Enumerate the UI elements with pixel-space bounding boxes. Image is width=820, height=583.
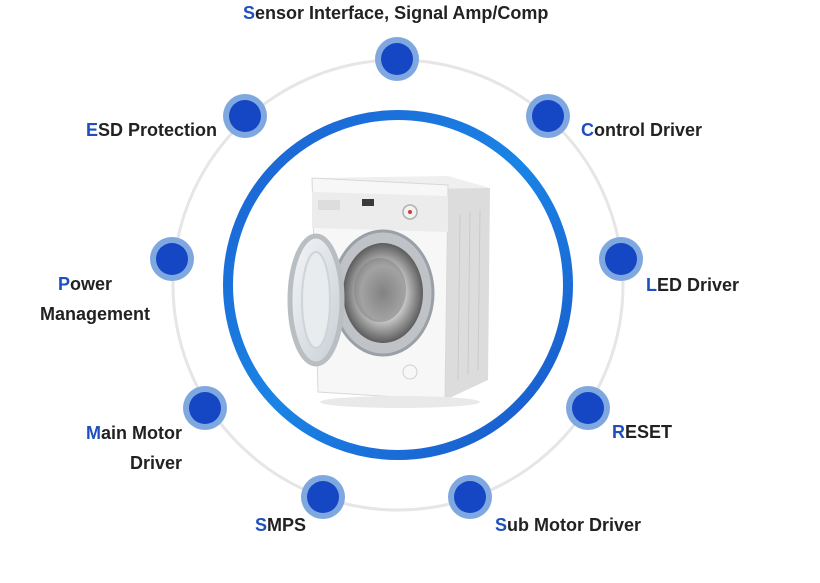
node-power bbox=[150, 237, 194, 281]
node-sub-motor bbox=[448, 475, 492, 519]
node-smps bbox=[301, 475, 345, 519]
node-control bbox=[526, 94, 570, 138]
node-led bbox=[599, 237, 643, 281]
label-led: LED Driver bbox=[646, 275, 740, 295]
label-smps: SMPS bbox=[255, 515, 307, 535]
node-sensor bbox=[375, 37, 419, 81]
label-power: Power Management bbox=[39, 274, 150, 324]
node-reset bbox=[566, 386, 610, 430]
label-control: Control Driver bbox=[581, 120, 703, 140]
node-main-motor bbox=[183, 386, 227, 430]
node-esd bbox=[223, 94, 267, 138]
label-main-motor: Main Motor Driver bbox=[86, 423, 182, 473]
label-esd: ESD Protection bbox=[86, 120, 218, 140]
label-sensor: Sensor Interface, Signal Amp/Comp bbox=[243, 3, 549, 23]
label-reset: RESET bbox=[612, 422, 673, 442]
washing-machine-icon bbox=[287, 176, 490, 408]
label-sub-motor: Sub Motor Driver bbox=[495, 515, 642, 535]
